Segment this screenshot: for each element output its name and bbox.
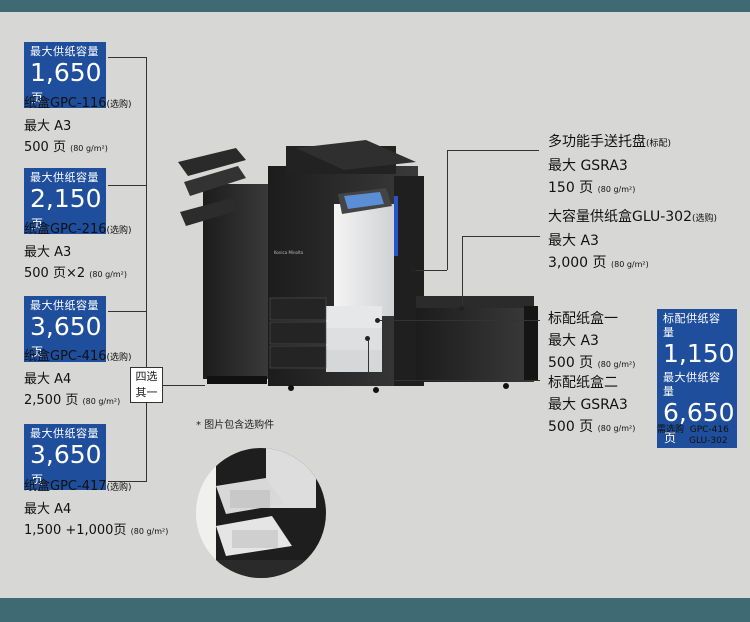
tray-spec-2: 纸盒GPC-216(选购) 最大 A3 500 页×2 (80 g/m²) xyxy=(24,222,132,281)
connector-line xyxy=(108,57,146,58)
printer-illustration: Konica Minolta xyxy=(178,140,538,393)
drawer-closeup-image xyxy=(196,448,326,578)
connector-line xyxy=(163,385,205,386)
callout-dot xyxy=(411,268,416,273)
printer-brand: Konica Minolta xyxy=(274,250,304,255)
connector-line xyxy=(447,150,448,270)
connector-line xyxy=(108,481,146,482)
tray-spec-3: 纸盒GPC-416(选购) 最大 A4 2,500 页 (80 g/m²) xyxy=(24,349,132,408)
callout-dot xyxy=(375,318,380,323)
badge-max-capacity: 最大供纸容量 6,650页 xyxy=(657,368,737,448)
badge-capacity-1: 最大供纸容量 1,650页 xyxy=(24,42,106,108)
connector-line xyxy=(108,185,146,186)
badge-capacity-4: 最大供纸容量 3,650页 xyxy=(24,424,106,490)
note-text: * 图片包含选购件 xyxy=(196,420,275,431)
connector-line xyxy=(415,270,447,271)
callout-dot xyxy=(365,336,370,341)
bottom-bar xyxy=(0,598,750,622)
badge-capacity-2: 最大供纸容量 2,150页 xyxy=(24,168,106,234)
top-bar xyxy=(0,0,750,12)
connector-line xyxy=(368,338,369,380)
connector-line xyxy=(462,236,463,308)
connector-line xyxy=(462,236,540,237)
choice-label: 四选其一 xyxy=(130,367,163,403)
bracket-line xyxy=(146,57,147,482)
tray-spec-4: 纸盒GPC-417(选购) 最大 A4 1,500 +1,000页 (80 g/… xyxy=(24,479,169,538)
spec-glu-302: 大容量供纸盒GLU-302(选购) 最大 A3 3,000 页 (80 g/m²… xyxy=(548,209,718,271)
connector-line xyxy=(108,311,146,312)
requirement-note: 需选购 GPC-416 GLU-302 xyxy=(657,425,729,446)
spec-bypass-tray: 多功能手送托盘(标配) 最大 GSRA3 150 页 (80 g/m²) xyxy=(548,134,672,196)
connector-line xyxy=(368,380,540,381)
spec-standard-tray-1: 标配纸盒一 最大 A3 500 页 (80 g/m²) xyxy=(548,311,636,371)
callout-dot xyxy=(459,306,464,311)
connector-line xyxy=(447,150,539,151)
spec-standard-tray-2: 标配纸盒二 最大 GSRA3 500 页 (80 g/m²) xyxy=(548,375,636,435)
badge-capacity-3: 最大供纸容量 3,650页 xyxy=(24,296,106,362)
connector-line xyxy=(378,320,540,321)
tray-spec-1: 纸盒GPC-116(选购) 最大 A3 500 页 (80 g/m²) xyxy=(24,96,132,155)
